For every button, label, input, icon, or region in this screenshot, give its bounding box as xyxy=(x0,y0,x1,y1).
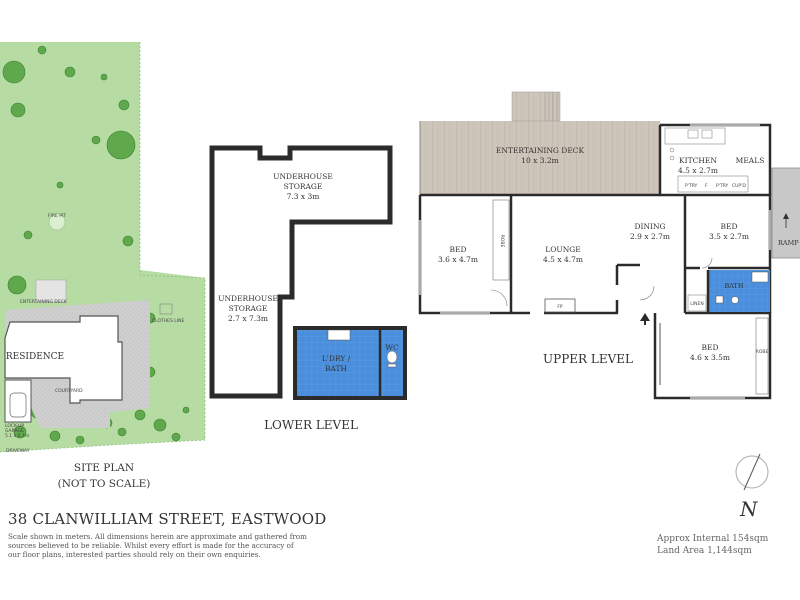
lower-room-1-dims: 7.3 x 3m xyxy=(287,192,320,201)
lower-room-2-name: UNDERHOUSE xyxy=(218,294,278,303)
lower-room-2-name-2: STORAGE xyxy=(229,304,268,313)
linen-label: LINEN xyxy=(690,301,703,307)
upper-walls xyxy=(418,123,772,400)
pantry-label-1: P'TRY xyxy=(685,183,698,189)
deck-dims: 10 x 3.2m xyxy=(521,156,559,165)
dining-label: DINING xyxy=(634,222,665,231)
laundry-label-2: BATH xyxy=(325,364,348,373)
wc-label: WC xyxy=(385,343,399,352)
bed1-label: BED xyxy=(450,245,467,254)
meals-label: MEALS xyxy=(736,156,765,165)
entertaining-deck xyxy=(420,121,660,195)
robe-label: ROBE xyxy=(499,235,505,248)
lower-room-1-name: UNDERHOUSE xyxy=(273,172,333,181)
site-plan: FIRE PIT ENTERTAINING DECK RESIDENCE COU… xyxy=(0,42,206,490)
internal-area: Approx Internal 154sqm xyxy=(657,534,769,544)
bed3-dims: 4.6 x 3.5m xyxy=(690,353,730,362)
site-residence xyxy=(4,315,123,404)
upper-level: ENTERTAINING DECK 10 x 3.2m xyxy=(418,91,800,400)
site-plan-subtitle: (NOT TO SCALE) xyxy=(58,478,151,490)
kitchen-label: KITCHEN xyxy=(679,156,717,165)
fridge-label: F xyxy=(705,183,708,189)
compass-icon: N xyxy=(735,453,769,521)
fire-pit-label: FIRE PIT xyxy=(48,213,66,219)
bath-label: BATH xyxy=(724,282,743,290)
door-swings xyxy=(490,257,713,307)
lower-room-1-name-2: STORAGE xyxy=(284,182,323,191)
courtyard-label: COURTYARD xyxy=(55,388,83,394)
kitchen-dims: 4.5 x 2.7m xyxy=(678,166,718,175)
bed1-dims: 3.6 x 4.7m xyxy=(438,255,478,264)
clothes-line-label: CLOTHES LINE xyxy=(152,318,184,324)
site-residence-label: RESIDENCE xyxy=(6,352,64,362)
laundry-label: L'DRY / xyxy=(322,354,351,363)
site-plan-title: SITE PLAN xyxy=(74,462,134,474)
cupboard-label: CUP'D xyxy=(732,183,746,189)
bed3-label: BED xyxy=(702,343,719,352)
lower-level: UNDERHOUSE STORAGE 7.3 x 3m UNDERHOUSE S… xyxy=(209,145,407,432)
underhouse-storage xyxy=(209,145,393,399)
upper-windows xyxy=(419,124,771,399)
upper-level-label: UPPER LEVEL xyxy=(543,352,633,366)
pantry-label-2: P'TRY xyxy=(716,183,729,189)
garage-label-2: GARAGE xyxy=(5,428,24,434)
lower-level-label: LOWER LEVEL xyxy=(264,418,358,432)
lounge-label: LOUNGE xyxy=(545,245,580,254)
entry-arrow-icon xyxy=(640,313,650,321)
ramp-label: RAMP xyxy=(778,239,799,247)
garage-label-1: LOCK-UP xyxy=(5,423,24,429)
garage-label-3: 5.1 x 6.1m xyxy=(5,433,29,439)
dining-dims: 2.9 x 2.7m xyxy=(630,232,670,241)
bed2-dims: 3.5 x 2.7m xyxy=(709,232,749,241)
compass-north-label: N xyxy=(739,497,759,521)
robe-label-2: ROBE xyxy=(756,349,769,355)
lounge-dims: 4.5 x 4.7m xyxy=(543,255,583,264)
laundry-bath xyxy=(293,326,407,400)
bed2-label: BED xyxy=(721,222,738,231)
driveway-label: DRIVEWAY xyxy=(6,448,30,454)
lower-room-2-dims: 2.7 x 7.3m xyxy=(228,314,268,323)
land-area: Land Area 1,144sqm xyxy=(657,546,752,556)
site-deck-label: ENTERTAINING DECK xyxy=(20,299,68,305)
deck-label: ENTERTAINING DECK xyxy=(496,146,585,155)
fireplace-label: FP xyxy=(557,304,563,310)
property-address: 38 CLANWILLIAM STREET, EASTWOOD xyxy=(8,510,327,528)
disclaimer-text: Scale shown in meters. All dimensions he… xyxy=(8,532,307,559)
